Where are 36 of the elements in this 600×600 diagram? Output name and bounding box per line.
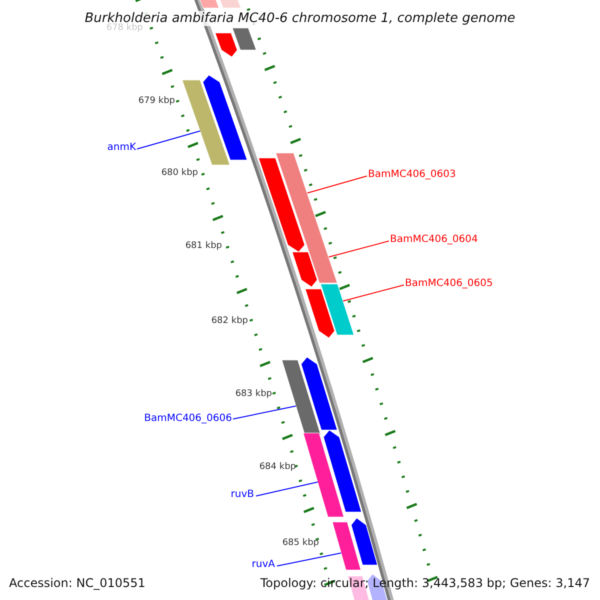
- leader-line: [276, 552, 342, 566]
- gene-track-block: [275, 152, 338, 284]
- gene-label: BamMC406_0606: [144, 413, 232, 424]
- leader-line: [136, 130, 201, 150]
- leader-line: [232, 406, 296, 420]
- gene-track-block: [332, 522, 362, 570]
- tick-label: 683 kbp: [235, 389, 272, 399]
- gene-track-block: [302, 432, 344, 518]
- gene-feature: [350, 518, 378, 566]
- tick-label: 682 kbp: [211, 316, 248, 326]
- leader-line: [256, 482, 318, 496]
- gene-label: BamMC406_0604: [390, 234, 478, 245]
- leader-line: [328, 240, 390, 258]
- gene-label: BamMC406_0603: [368, 169, 456, 180]
- gene-feature: [304, 288, 336, 338]
- tick-label: 684 kbp: [259, 462, 296, 472]
- gene-label: anmK: [107, 142, 136, 153]
- tick-label: 681 kbp: [185, 241, 222, 251]
- gene-feature: [258, 158, 306, 252]
- leader-line: [306, 176, 368, 194]
- gene-feature: [214, 32, 238, 58]
- gene-track-block: [320, 284, 354, 336]
- gene-feature: [202, 74, 248, 160]
- gene-label: BamMC406_0605: [405, 278, 493, 289]
- gene-track-block: [232, 28, 257, 50]
- gene-label: ruvB: [230, 489, 254, 500]
- tick-label: 685 kbp: [282, 538, 319, 548]
- gene-track-block: [281, 360, 322, 436]
- tick-label: 680 kbp: [161, 168, 198, 178]
- gene-track-block: [182, 80, 230, 166]
- gene-feature: [323, 430, 362, 512]
- accession-text: Accession: NC_010551: [9, 576, 146, 590]
- gene-feature: [292, 252, 318, 288]
- gene-label: ruvA: [252, 559, 275, 570]
- gene-feature: [300, 356, 338, 430]
- leader-line: [342, 284, 404, 302]
